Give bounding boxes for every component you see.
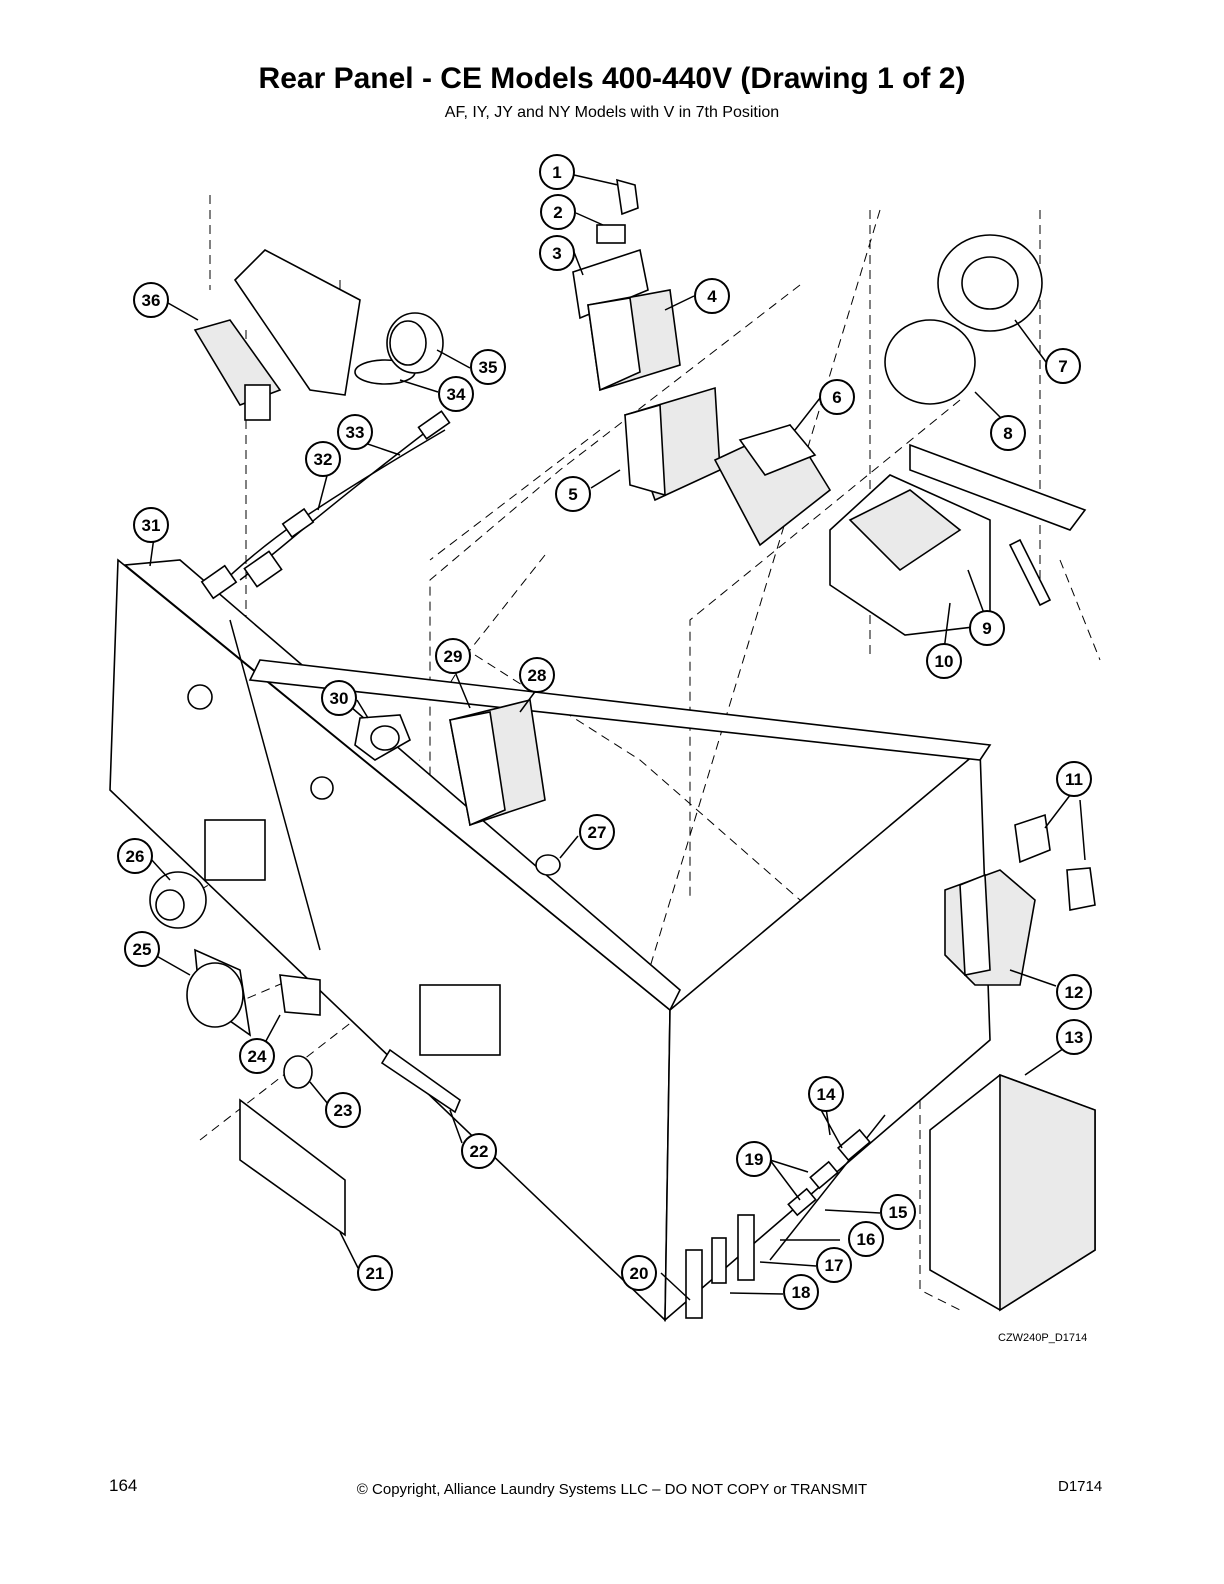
callout-label: 29 xyxy=(444,647,463,666)
callout-label: 26 xyxy=(126,847,145,866)
callout-label: 28 xyxy=(528,666,547,685)
callout-label: 21 xyxy=(366,1264,385,1283)
callout-17: 17 xyxy=(816,1247,852,1283)
callout-9: 9 xyxy=(969,610,1005,646)
callout-18: 18 xyxy=(783,1274,819,1310)
relay-assembly-parts xyxy=(572,178,832,547)
callout-30: 30 xyxy=(321,680,357,716)
callout-25: 25 xyxy=(124,931,160,967)
callout-16: 16 xyxy=(848,1221,884,1257)
callout-21: 21 xyxy=(357,1255,393,1291)
callout-19: 19 xyxy=(736,1141,772,1177)
callout-label: 32 xyxy=(314,450,333,469)
callout-label: 34 xyxy=(447,385,466,404)
callout-36: 36 xyxy=(133,282,169,318)
page-title: Rear Panel - CE Models 400-440V (Drawing… xyxy=(258,62,966,95)
callout-7: 7 xyxy=(1045,348,1081,384)
rear-panel-part xyxy=(109,558,992,1322)
callout-label: 35 xyxy=(479,358,498,377)
callout-label: 10 xyxy=(935,652,954,671)
callout-label: 15 xyxy=(889,1203,908,1222)
callout-24: 24 xyxy=(239,1038,275,1074)
callout-label: 13 xyxy=(1065,1028,1084,1047)
callout-label: 33 xyxy=(346,423,365,442)
callout-8: 8 xyxy=(990,415,1026,451)
callout-15: 15 xyxy=(880,1194,916,1230)
callout-28: 28 xyxy=(519,657,555,693)
callout-leaders xyxy=(145,174,1086,1301)
callout-label: 22 xyxy=(470,1142,489,1161)
callout-label: 3 xyxy=(552,244,561,263)
callout-label: 4 xyxy=(707,287,717,306)
callout-label: 27 xyxy=(588,823,607,842)
control-bracket-parts xyxy=(193,249,444,421)
selector-switch-parts xyxy=(354,699,546,827)
callout-label: 18 xyxy=(792,1283,811,1302)
callout-label: 17 xyxy=(825,1256,844,1275)
callout-label: 19 xyxy=(745,1150,764,1169)
callout-label: 16 xyxy=(857,1230,876,1249)
callout-label: 5 xyxy=(568,485,577,504)
front-mounted-parts xyxy=(149,854,561,1089)
callout-label: 6 xyxy=(832,388,841,407)
callout-35: 35 xyxy=(470,349,506,385)
callout-29: 29 xyxy=(435,638,471,674)
callout-5: 5 xyxy=(555,476,591,512)
callout-31: 31 xyxy=(133,507,169,543)
callout-26: 26 xyxy=(117,838,153,874)
callout-1: 1 xyxy=(539,154,575,190)
callout-label: 2 xyxy=(553,203,562,222)
callout-label: 31 xyxy=(142,516,161,535)
callout-6: 6 xyxy=(819,379,855,415)
page-subtitle: AF, IY, JY and NY Models with V in 7th P… xyxy=(444,104,780,121)
callout-27: 27 xyxy=(579,814,615,850)
callout-12: 12 xyxy=(1056,974,1092,1010)
callout-label: 36 xyxy=(142,291,161,310)
callout-33: 33 xyxy=(337,414,373,450)
callout-label: 25 xyxy=(133,940,152,959)
callout-label: 11 xyxy=(1065,770,1083,789)
document-code: D1714 xyxy=(1058,1478,1103,1495)
callout-label: 7 xyxy=(1058,357,1067,376)
callout-34: 34 xyxy=(438,376,474,412)
callout-label: 8 xyxy=(1003,424,1012,443)
callout-23: 23 xyxy=(325,1092,361,1128)
callout-label: 9 xyxy=(982,619,991,638)
callout-13: 13 xyxy=(1056,1019,1092,1055)
breaker-transformer-parts xyxy=(929,813,1096,1312)
callout-label: 24 xyxy=(248,1047,267,1066)
callout-label: 20 xyxy=(630,1264,649,1283)
callout-10: 10 xyxy=(926,643,962,679)
callout-label: 23 xyxy=(334,1101,353,1120)
page-number: 164 xyxy=(109,1476,138,1495)
callout-label: 1 xyxy=(552,163,561,182)
transformer-bracket-parts xyxy=(829,443,1087,636)
callout-label: 12 xyxy=(1065,983,1084,1002)
copyright-notice: © Copyright, Alliance Laundry Systems LL… xyxy=(356,1481,868,1498)
callout-2: 2 xyxy=(540,194,576,230)
callout-label: 30 xyxy=(330,689,349,708)
callout-32: 32 xyxy=(305,441,341,477)
cover-plate-parts xyxy=(239,1098,346,1237)
callout-3: 3 xyxy=(539,235,575,271)
callout-20: 20 xyxy=(621,1255,657,1291)
motor-pad-parts xyxy=(884,234,1043,405)
drawing-code: CZW240P_D1714 xyxy=(998,1332,1088,1344)
callout-label: 14 xyxy=(817,1085,836,1104)
callout-4: 4 xyxy=(694,278,730,314)
callout-22: 22 xyxy=(461,1133,497,1169)
harness-parts xyxy=(200,410,451,600)
callout-14: 14 xyxy=(808,1076,844,1112)
callout-11: 11 xyxy=(1056,761,1092,797)
